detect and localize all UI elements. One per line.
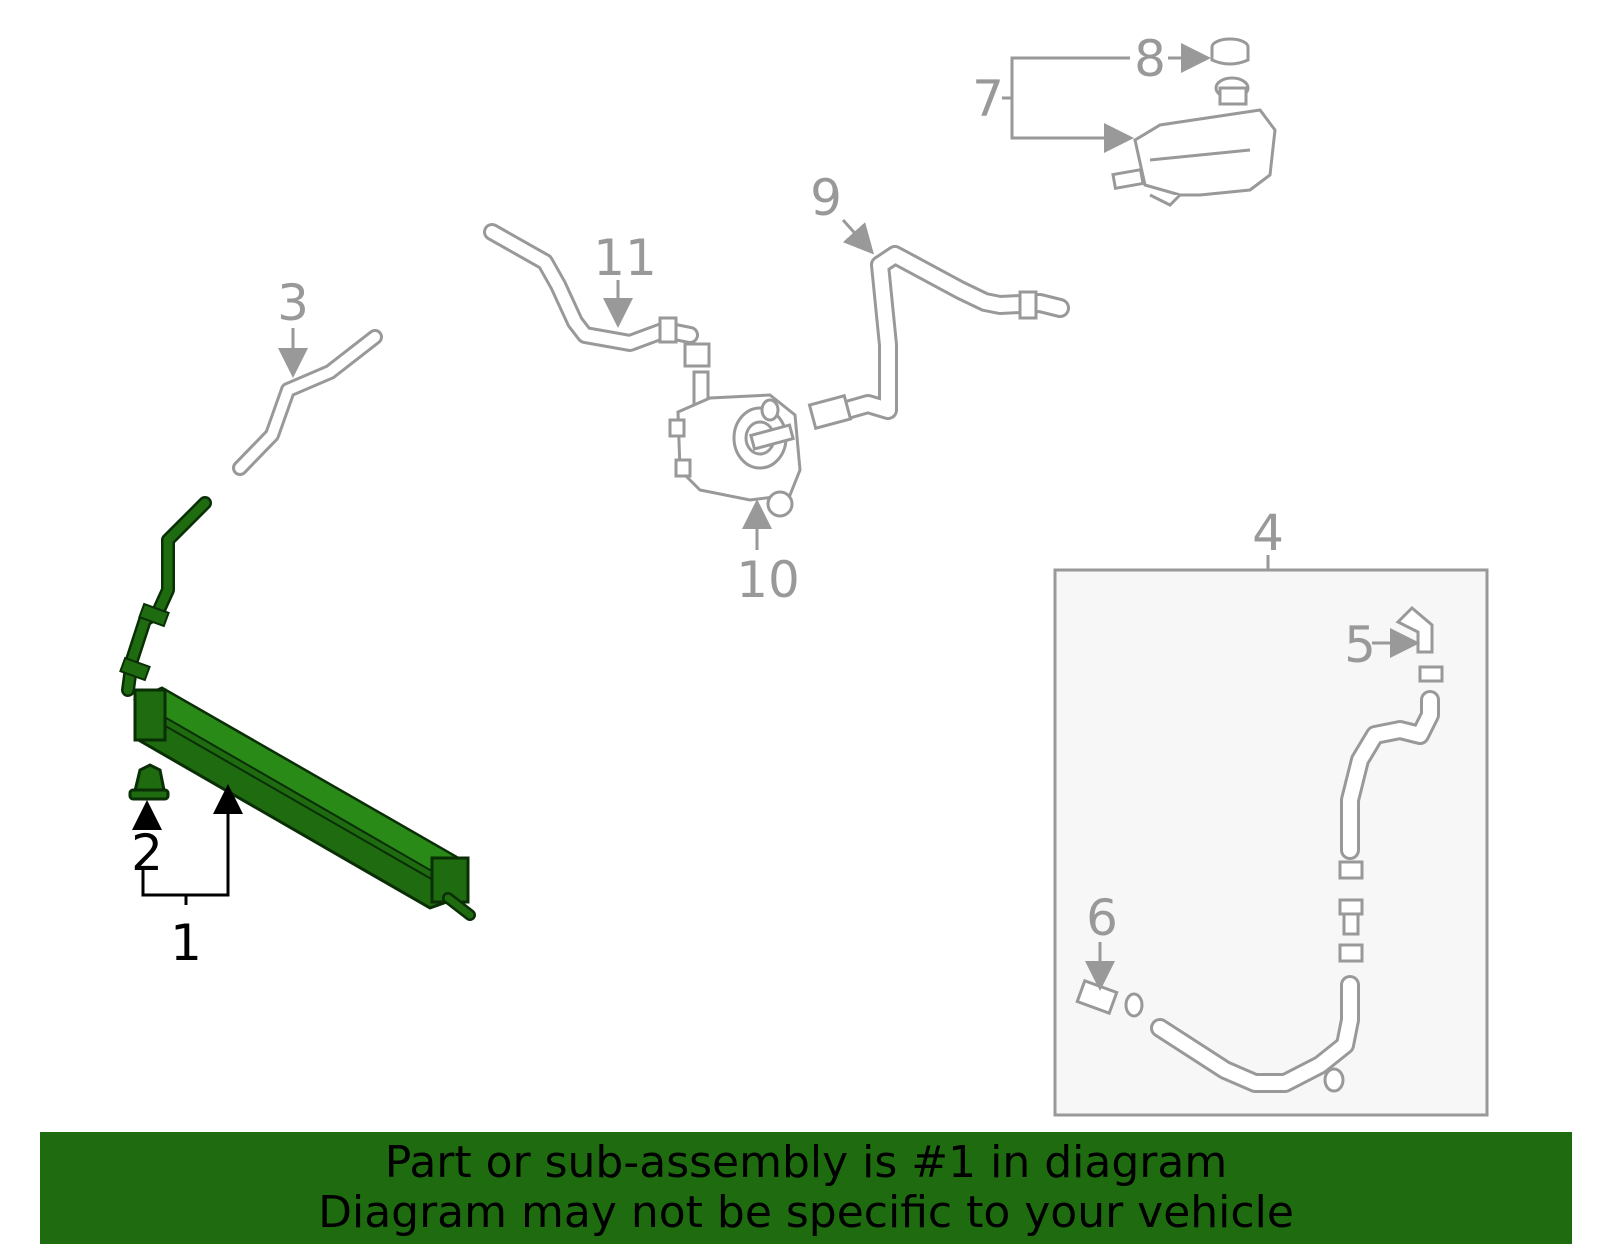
footer-banner: Part or sub-assembly is #1 in diagram Di…	[40, 1132, 1572, 1244]
hose-part-9	[807, 245, 1070, 431]
cap-part-8	[1210, 37, 1250, 66]
callout-6: 6	[1086, 889, 1118, 947]
reservoir-part-7	[1111, 76, 1277, 207]
footer-line-2: Diagram may not be specific to your vehi…	[318, 1187, 1294, 1238]
callout-7: 7	[972, 70, 1004, 128]
callout-5: 5	[1344, 616, 1376, 674]
callout-4: 4	[1252, 504, 1284, 562]
callout-9: 9	[810, 169, 842, 227]
callout-3: 3	[277, 274, 309, 332]
leader-9	[841, 218, 875, 255]
push-clip-part-2	[128, 763, 170, 801]
pump-part-10	[668, 370, 802, 518]
callout-8: 8	[1134, 30, 1166, 88]
hose-part-11	[483, 223, 711, 368]
leader-lines-1-2	[132, 784, 243, 905]
callout-10: 10	[736, 551, 800, 609]
kit-inset-part-4	[1053, 568, 1489, 1117]
callout-1: 1	[170, 914, 202, 972]
footer-line-1: Part or sub-assembly is #1 in diagram	[384, 1137, 1228, 1188]
callout-11: 11	[593, 229, 657, 287]
hose-part-3	[232, 329, 383, 476]
leader-lines-7-8	[1002, 43, 1211, 153]
callout-2: 2	[131, 824, 163, 882]
cooler-assembly-part-1	[119, 496, 476, 921]
